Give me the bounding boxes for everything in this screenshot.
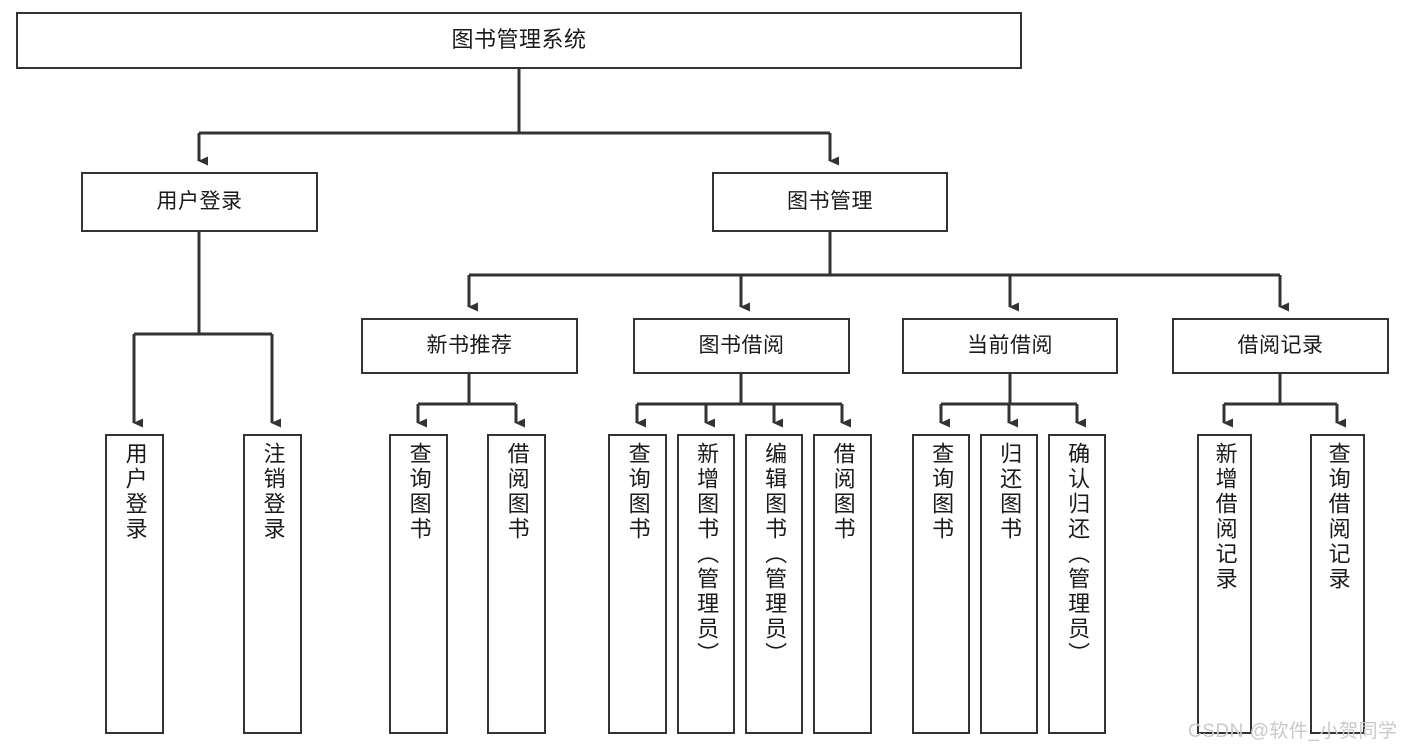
leaf-borrow-edit-book[interactable]: 编辑图书（管理员） [745, 434, 803, 734]
leaf-current-return-book[interactable]: 归还图书 [980, 434, 1038, 734]
node-borrow-record-label: 借阅记录 [1237, 333, 1324, 357]
node-book-management[interactable]: 图书管理 [712, 172, 948, 232]
node-root[interactable]: 图书管理系统 [16, 12, 1022, 69]
leaf-borrow-edit-book-label: 编辑图书（管理员） [762, 442, 788, 667]
leaf-record-query[interactable]: 查询借阅记录 [1310, 434, 1365, 734]
leaf-current-query-book[interactable]: 查询图书 [912, 434, 970, 734]
node-book-management-label: 图书管理 [787, 189, 873, 213]
leaf-borrow-borrow-book-label: 借阅图书 [830, 442, 856, 542]
leaf-current-confirm-return-label: 确认归还（管理员） [1065, 442, 1091, 667]
leaf-logout[interactable]: 注销登录 [243, 434, 302, 734]
leaf-record-add[interactable]: 新增借阅记录 [1197, 434, 1252, 734]
leaf-borrow-add-book-label: 新增图书（管理员） [694, 442, 720, 667]
leaf-borrow-query-book[interactable]: 查询图书 [608, 434, 667, 734]
leaf-current-confirm-return[interactable]: 确认归还（管理员） [1048, 434, 1106, 734]
leaf-borrow-query-book-label: 查询图书 [625, 442, 651, 542]
node-root-label: 图书管理系统 [451, 27, 587, 53]
leaf-newbook-borrow-book-label: 借阅图书 [504, 442, 530, 542]
node-current-borrow-label: 当前借阅 [967, 333, 1053, 357]
leaf-logout-label: 注销登录 [260, 442, 286, 542]
watermark: CSDN @软件_小贺同学 [1188, 721, 1398, 742]
leaf-borrow-add-book[interactable]: 新增图书（管理员） [677, 434, 735, 734]
leaf-user-login[interactable]: 用户登录 [105, 434, 164, 734]
node-book-borrow-label: 图书借阅 [698, 333, 785, 357]
node-borrow-record[interactable]: 借阅记录 [1172, 318, 1389, 374]
leaf-newbook-query-book[interactable]: 查询图书 [389, 434, 448, 734]
leaf-record-add-label: 新增借阅记录 [1212, 442, 1238, 592]
leaf-record-query-label: 查询借阅记录 [1325, 442, 1351, 592]
leaf-borrow-borrow-book[interactable]: 借阅图书 [813, 434, 872, 734]
leaf-user-login-label: 用户登录 [122, 442, 148, 542]
leaf-newbook-query-book-label: 查询图书 [406, 442, 432, 542]
node-current-borrow[interactable]: 当前借阅 [902, 318, 1118, 374]
leaf-current-query-book-label: 查询图书 [929, 442, 955, 542]
node-user-login[interactable]: 用户登录 [81, 172, 318, 232]
leaf-current-return-book-label: 归还图书 [997, 442, 1023, 542]
node-user-login-label: 用户登录 [156, 189, 243, 213]
node-book-borrow[interactable]: 图书借阅 [633, 318, 850, 374]
leaf-newbook-borrow-book[interactable]: 借阅图书 [487, 434, 546, 734]
node-new-book-recommend[interactable]: 新书推荐 [361, 318, 578, 374]
node-new-book-recommend-label: 新书推荐 [426, 333, 513, 357]
